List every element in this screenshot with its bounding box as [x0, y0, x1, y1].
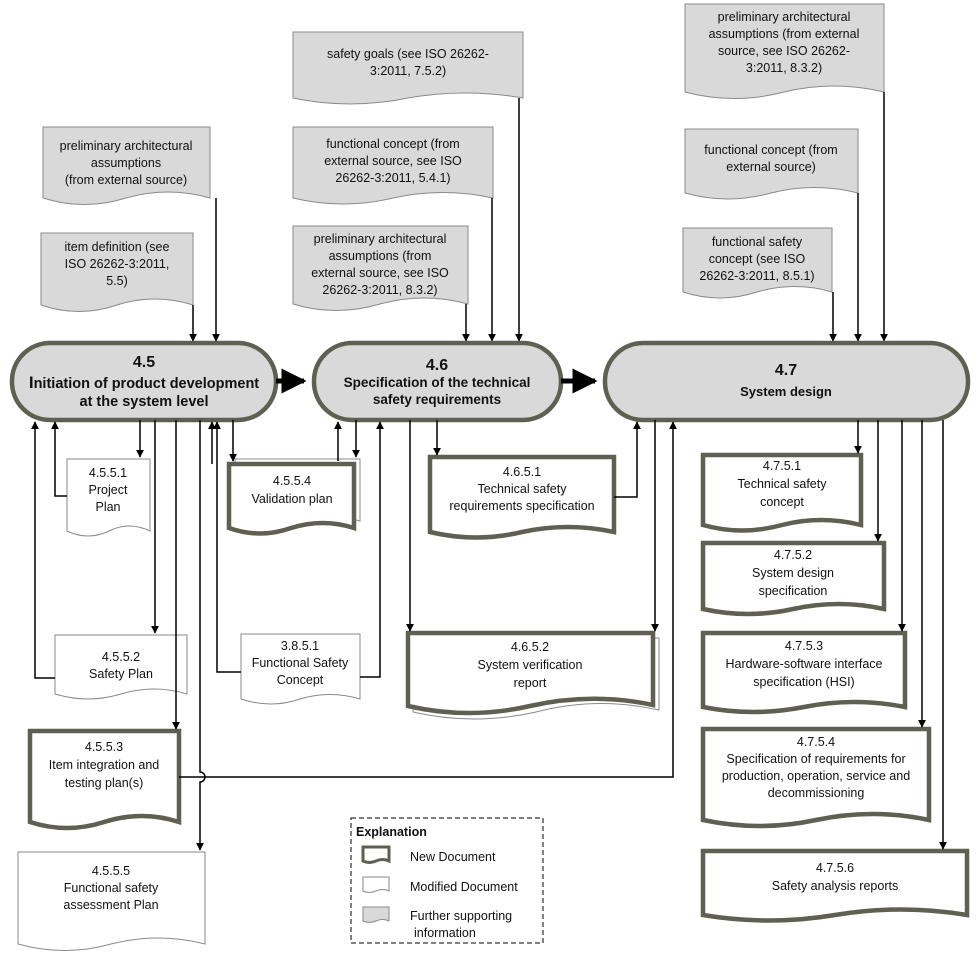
svg-text:information: information: [414, 926, 476, 940]
svg-text:New Document: New Document: [410, 850, 496, 864]
legend-modified-document: Modified Document: [362, 876, 518, 894]
connectors-4-6: [334, 420, 641, 678]
svg-text:Explanation: Explanation: [356, 825, 427, 839]
legend-further-supporting-information: Further supporting information: [362, 906, 512, 940]
svg-text:Initiation of product developm: Initiation of product development: [29, 373, 259, 392]
svg-text:safety requirements: safety requirements: [373, 392, 501, 407]
legend: Explanation New Document Modified Docume…: [350, 817, 544, 944]
process-4-5: 4.5 Initiation of product development at…: [9, 340, 279, 423]
input-arrows: [189, 92, 888, 342]
svg-text:4.6: 4.6: [426, 357, 448, 374]
svg-text:System design: System design: [740, 384, 832, 399]
connectors-4-5: [31, 420, 241, 851]
process-4-6: 4.6 Specification of the technical safet…: [311, 340, 564, 423]
svg-text:Further supporting: Further supporting: [410, 909, 512, 923]
connectors-4-7: [179, 420, 947, 850]
input-doc-46-safety-goals: safety goals (see ISO 26262-3:2011, 7.5.…: [292, 31, 524, 105]
svg-text:4.5: 4.5: [133, 354, 155, 371]
svg-text:Specification of the technical: Specification of the technical: [344, 375, 531, 390]
svg-text:safety goals (see ISO 26262-3:: safety goals (see ISO 26262-3:2011, 7.5.…: [327, 47, 489, 78]
process-4-7: 4.7 System design: [602, 340, 971, 423]
svg-text:at the system level: at the system level: [80, 394, 209, 410]
svg-text:4.7: 4.7: [775, 362, 797, 379]
svg-text:Modified Document: Modified Document: [410, 880, 518, 894]
legend-new-document: New Document: [361, 845, 496, 864]
